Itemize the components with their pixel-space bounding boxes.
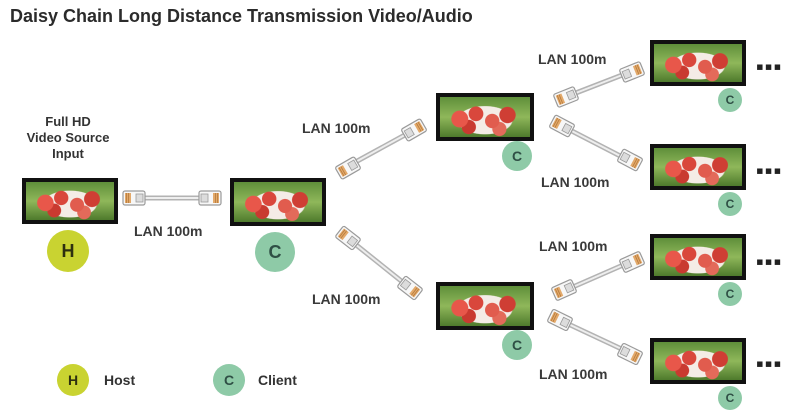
client-badge: C bbox=[502, 141, 532, 171]
client-badge: C bbox=[718, 282, 742, 306]
legend-client-label: Client bbox=[258, 372, 297, 388]
rj45-connector-icon bbox=[618, 250, 646, 274]
cable-label: LAN 100m bbox=[134, 223, 203, 239]
client-display-right-2 bbox=[650, 144, 746, 190]
legend-host-label: Host bbox=[104, 372, 136, 388]
host-badge: H bbox=[47, 230, 89, 272]
more-indicator: ▪▪▪ bbox=[756, 158, 783, 183]
client-badge: C bbox=[718, 192, 742, 216]
cable-label: LAN 100m bbox=[538, 51, 607, 67]
cable-branch-4 bbox=[546, 308, 644, 366]
video-thumbnail bbox=[654, 238, 742, 276]
source-label-line-3: Input bbox=[52, 146, 84, 161]
rj45-connector-icon bbox=[122, 190, 146, 206]
rj45-connector-icon bbox=[198, 190, 222, 206]
rj45-connector-icon bbox=[550, 278, 578, 302]
client-badge: C bbox=[502, 330, 532, 360]
source-label: Full HD Video Source Input bbox=[20, 114, 116, 162]
cable-branch-3 bbox=[550, 250, 646, 302]
video-thumbnail bbox=[654, 342, 742, 380]
client-display-right-1 bbox=[650, 40, 746, 86]
client-display-right-4 bbox=[650, 338, 746, 384]
cable-host-to-client bbox=[122, 190, 222, 206]
client-badge: C bbox=[255, 232, 295, 272]
video-thumbnail bbox=[654, 148, 742, 186]
more-indicator: ▪▪▪ bbox=[756, 249, 783, 274]
client-badge: C bbox=[718, 88, 742, 112]
cable-client-to-lower-client bbox=[334, 225, 424, 301]
cable-label: LAN 100m bbox=[302, 120, 371, 136]
video-thumbnail bbox=[440, 97, 530, 137]
host-display bbox=[22, 178, 118, 224]
more-indicator: ▪▪▪ bbox=[756, 351, 783, 376]
source-label-line-2: Video Source bbox=[26, 130, 110, 145]
video-thumbnail bbox=[26, 182, 114, 220]
source-label-line-1: Full HD bbox=[45, 114, 91, 129]
rj45-connector-icon bbox=[616, 148, 644, 172]
video-thumbnail bbox=[440, 286, 530, 326]
client-display-right-3 bbox=[650, 234, 746, 280]
cable-label: LAN 100m bbox=[312, 291, 381, 307]
rj45-connector-icon bbox=[552, 85, 580, 109]
cable-label: LAN 100m bbox=[539, 366, 608, 382]
cable-client-to-upper-client bbox=[334, 117, 428, 181]
legend-client-badge: C bbox=[213, 364, 245, 396]
rj45-connector-icon bbox=[400, 117, 428, 143]
client-display-level-1 bbox=[230, 178, 326, 226]
video-thumbnail bbox=[654, 44, 742, 82]
client-display-lower bbox=[436, 282, 534, 330]
cable-branch-1 bbox=[552, 60, 646, 109]
client-badge: C bbox=[718, 386, 742, 410]
cable-label: LAN 100m bbox=[539, 238, 608, 254]
diagram-title: Daisy Chain Long Distance Transmission V… bbox=[10, 6, 473, 26]
rj45-connector-icon bbox=[616, 342, 644, 366]
more-indicator: ▪▪▪ bbox=[756, 54, 783, 79]
cable-branch-2 bbox=[548, 114, 644, 172]
legend-host-badge: H bbox=[57, 364, 89, 396]
video-thumbnail bbox=[234, 182, 322, 222]
rj45-connector-icon bbox=[548, 114, 576, 138]
rj45-connector-icon bbox=[546, 308, 574, 332]
rj45-connector-icon bbox=[618, 60, 646, 84]
cable-label: LAN 100m bbox=[541, 174, 610, 190]
client-display-upper bbox=[436, 93, 534, 141]
